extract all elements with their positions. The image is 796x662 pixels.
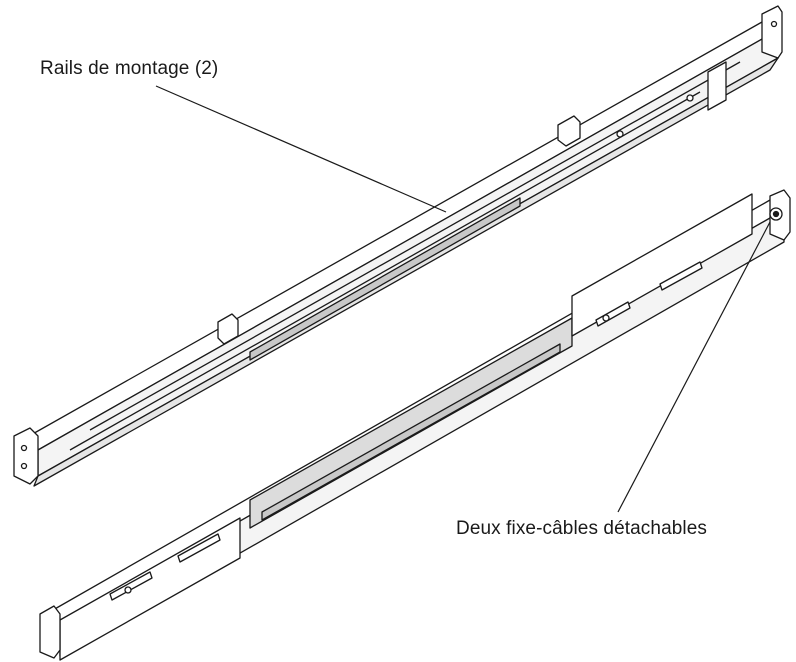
upper-rail-hole (770, 20, 778, 28)
upper-rail-top-face (21, 21, 779, 451)
upper-mounting-rail (13, 5, 783, 487)
mounting-rails-label: Rails de montage (2) (40, 58, 219, 79)
upper-rail-front-tab (217, 313, 239, 345)
lower-rail-channel (261, 343, 561, 521)
upper-rail-hole (20, 444, 28, 452)
lower-rail-slot (659, 261, 703, 291)
upper-rail-hole (686, 94, 694, 102)
upper-rail-front-end-bracket (13, 427, 39, 485)
upper-rail-rear-bracket (707, 61, 727, 111)
upper-rail-inner-edge (69, 91, 701, 451)
cable-ties-leader-line (617, 221, 771, 513)
lower-rail-rear-bracket (571, 193, 753, 337)
cable-tie-icon (772, 210, 780, 218)
upper-rail-channel (249, 197, 521, 361)
rails-leader-line (155, 85, 447, 213)
lower-rail-front-end-bracket (39, 605, 61, 659)
lower-rail-hole (602, 314, 610, 322)
upper-rail-rear-end-bracket (761, 5, 783, 59)
upper-rail-hole (20, 462, 28, 470)
upper-rail-channel-edge (89, 61, 741, 431)
lower-rail-slot (177, 533, 221, 563)
lower-rail-hole (124, 586, 132, 594)
upper-rail-lower-lip (33, 57, 779, 487)
upper-rail-hole (616, 130, 624, 138)
lower-mounting-rail (39, 189, 791, 661)
upper-rail-rear-tab (557, 115, 581, 147)
cable-ties-label: Deux fixe-câbles détachables (456, 518, 707, 539)
lower-rail-slot (109, 571, 153, 601)
